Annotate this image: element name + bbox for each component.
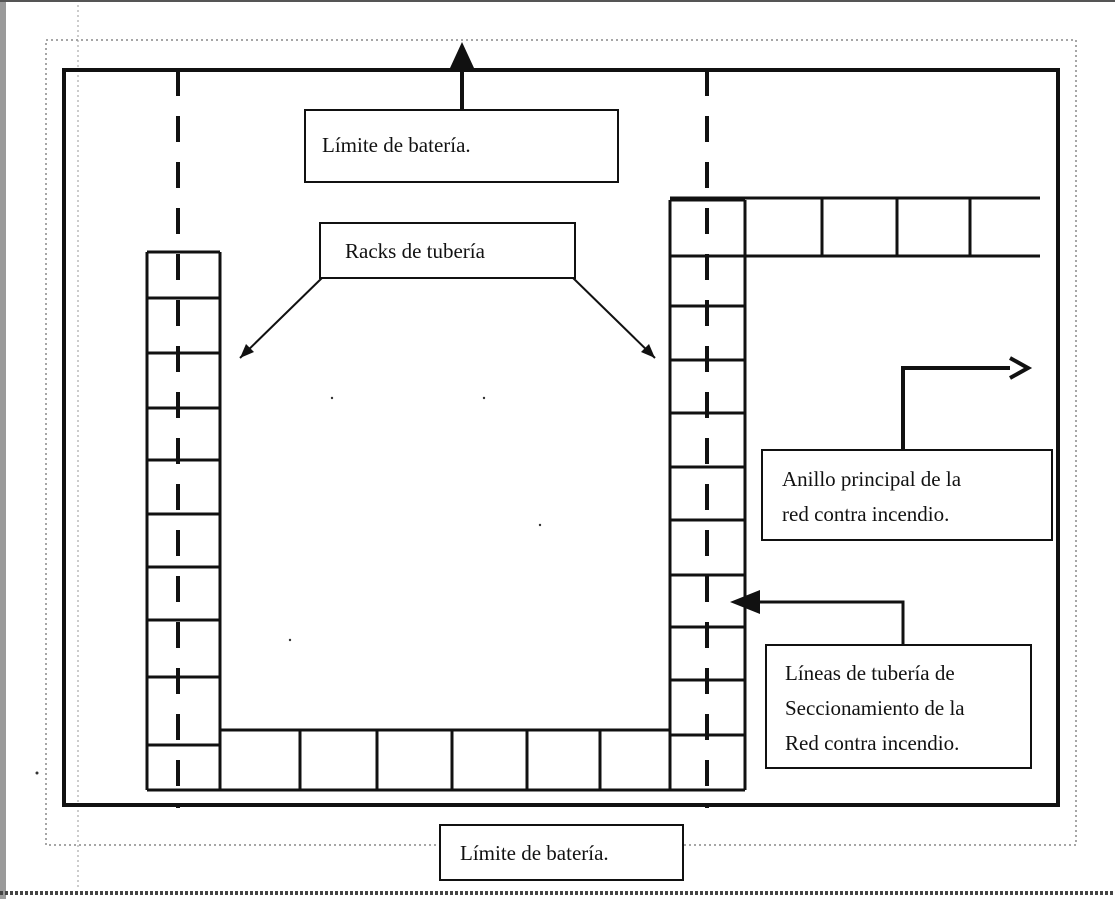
battery-limit-arrow: [450, 42, 474, 110]
lineas-callout: Líneas de tubería de Seccionamiento de l…: [730, 590, 1032, 769]
label-racks: Racks de tubería: [345, 239, 486, 263]
label-lineas-line3: Red contra incendio.: [785, 731, 959, 755]
label-box-limite-top: Límite de batería.: [304, 109, 619, 183]
label-anillo-line2: red contra incendio.: [782, 502, 949, 526]
anillo-callout: Anillo principal de la red contra incend…: [761, 356, 1053, 541]
label-limite-bottom: Límite de batería.: [460, 841, 609, 865]
label-limite-top: Límite de batería.: [322, 133, 471, 157]
racks-callout: Racks de tubería: [239, 222, 656, 359]
label-box-limite-bottom: Límite de batería.: [439, 824, 684, 881]
label-lineas-line1: Líneas de tubería de: [785, 661, 955, 685]
pipe-rack-bottom: [220, 728, 670, 792]
label-anillo-line1: Anillo principal de la: [782, 467, 962, 491]
label-lineas-line2: Seccionamiento de la: [785, 696, 965, 720]
scan-specks: [35, 396, 542, 775]
scan-edge-left: [0, 0, 6, 899]
battery-limit-rectangle: [62, 68, 1060, 807]
pipe-rack-left: [145, 250, 222, 792]
pipe-rack-top-right: [670, 196, 1040, 258]
